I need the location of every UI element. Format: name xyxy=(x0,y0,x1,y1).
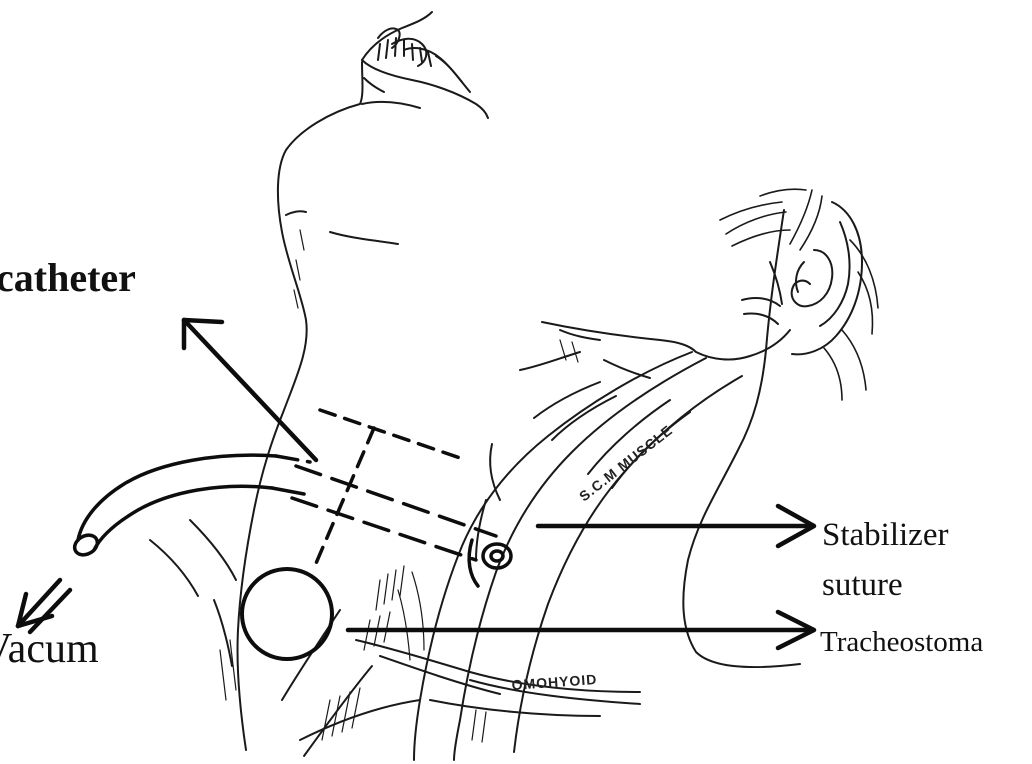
arrow-catheter xyxy=(184,320,316,460)
back-neck-line xyxy=(683,210,800,667)
tracheostoma-label: Tracheostoma xyxy=(820,628,983,657)
catheter-tube xyxy=(71,455,310,559)
arrow-tracheostoma xyxy=(348,612,814,648)
tracheostoma-stoma xyxy=(242,569,332,659)
stabilizer-label-line2: suture xyxy=(822,569,903,602)
hair-strokes xyxy=(720,189,878,400)
arrow-stabilizer xyxy=(538,506,814,546)
arrow-vacum xyxy=(18,580,70,632)
catheter-label: catheter xyxy=(0,258,136,298)
vacum-label: Vacum xyxy=(0,628,99,670)
dashed-catheter-path xyxy=(292,410,496,568)
stabilizer-label-line1: Stabilizer xyxy=(822,519,948,552)
catheter-exit xyxy=(469,540,511,586)
lower-neck-structures xyxy=(150,520,640,756)
jaw-line xyxy=(542,322,790,378)
shading-hatching xyxy=(220,230,578,742)
